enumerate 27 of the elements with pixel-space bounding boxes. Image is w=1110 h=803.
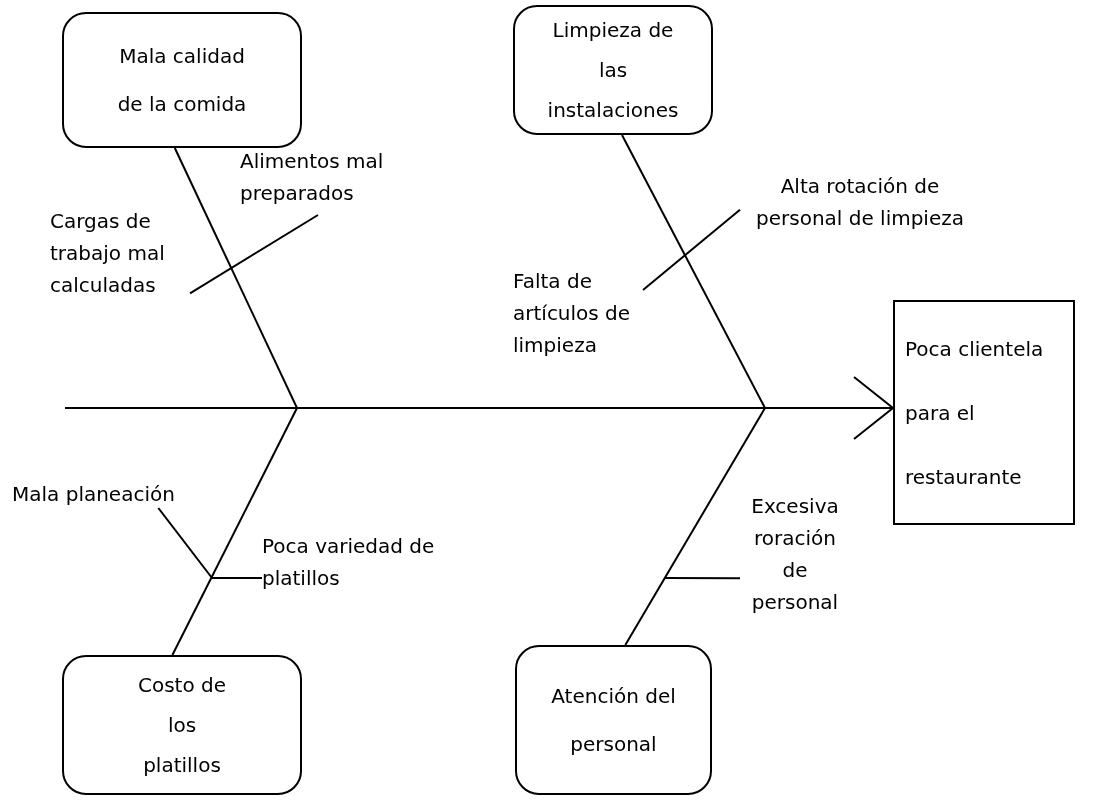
box-text: Atención del personal — [550, 683, 677, 758]
connector-line — [171, 407, 298, 656]
box-text: Limpieza de las instalaciones — [546, 17, 680, 124]
connector-line — [624, 407, 766, 646]
cause-label: Cargas de trabajo mal calculadas — [50, 205, 190, 301]
cause-label: Mala planeación — [12, 478, 202, 508]
cause-label: Falta de artículos de limpieza — [513, 265, 643, 361]
connector-line — [211, 577, 263, 579]
connector-line — [189, 214, 319, 295]
cause-label: Poca variedad de platillos — [262, 530, 437, 594]
connector-line — [173, 147, 298, 409]
cause-label: Excesiva roración de personal — [740, 490, 850, 618]
arrow — [64, 376, 894, 440]
cause-box — [515, 645, 712, 795]
box-text: Costo de los platillos — [136, 672, 228, 779]
cause-box — [62, 655, 302, 795]
effect-box — [893, 300, 1075, 525]
connector-line — [642, 208, 741, 291]
connector-line — [157, 507, 213, 579]
connector-line — [664, 577, 741, 580]
box-text: Poca clientela para el restaurante — [905, 335, 1045, 491]
cause-box — [513, 5, 713, 135]
cause-label: Alta rotación de personal de limpieza — [740, 170, 980, 245]
cause-box — [62, 12, 302, 148]
box-text: Mala calidad de la comida — [116, 43, 248, 118]
connector-line — [621, 134, 766, 409]
cause-label: Alimentos mal preparados — [240, 145, 390, 215]
